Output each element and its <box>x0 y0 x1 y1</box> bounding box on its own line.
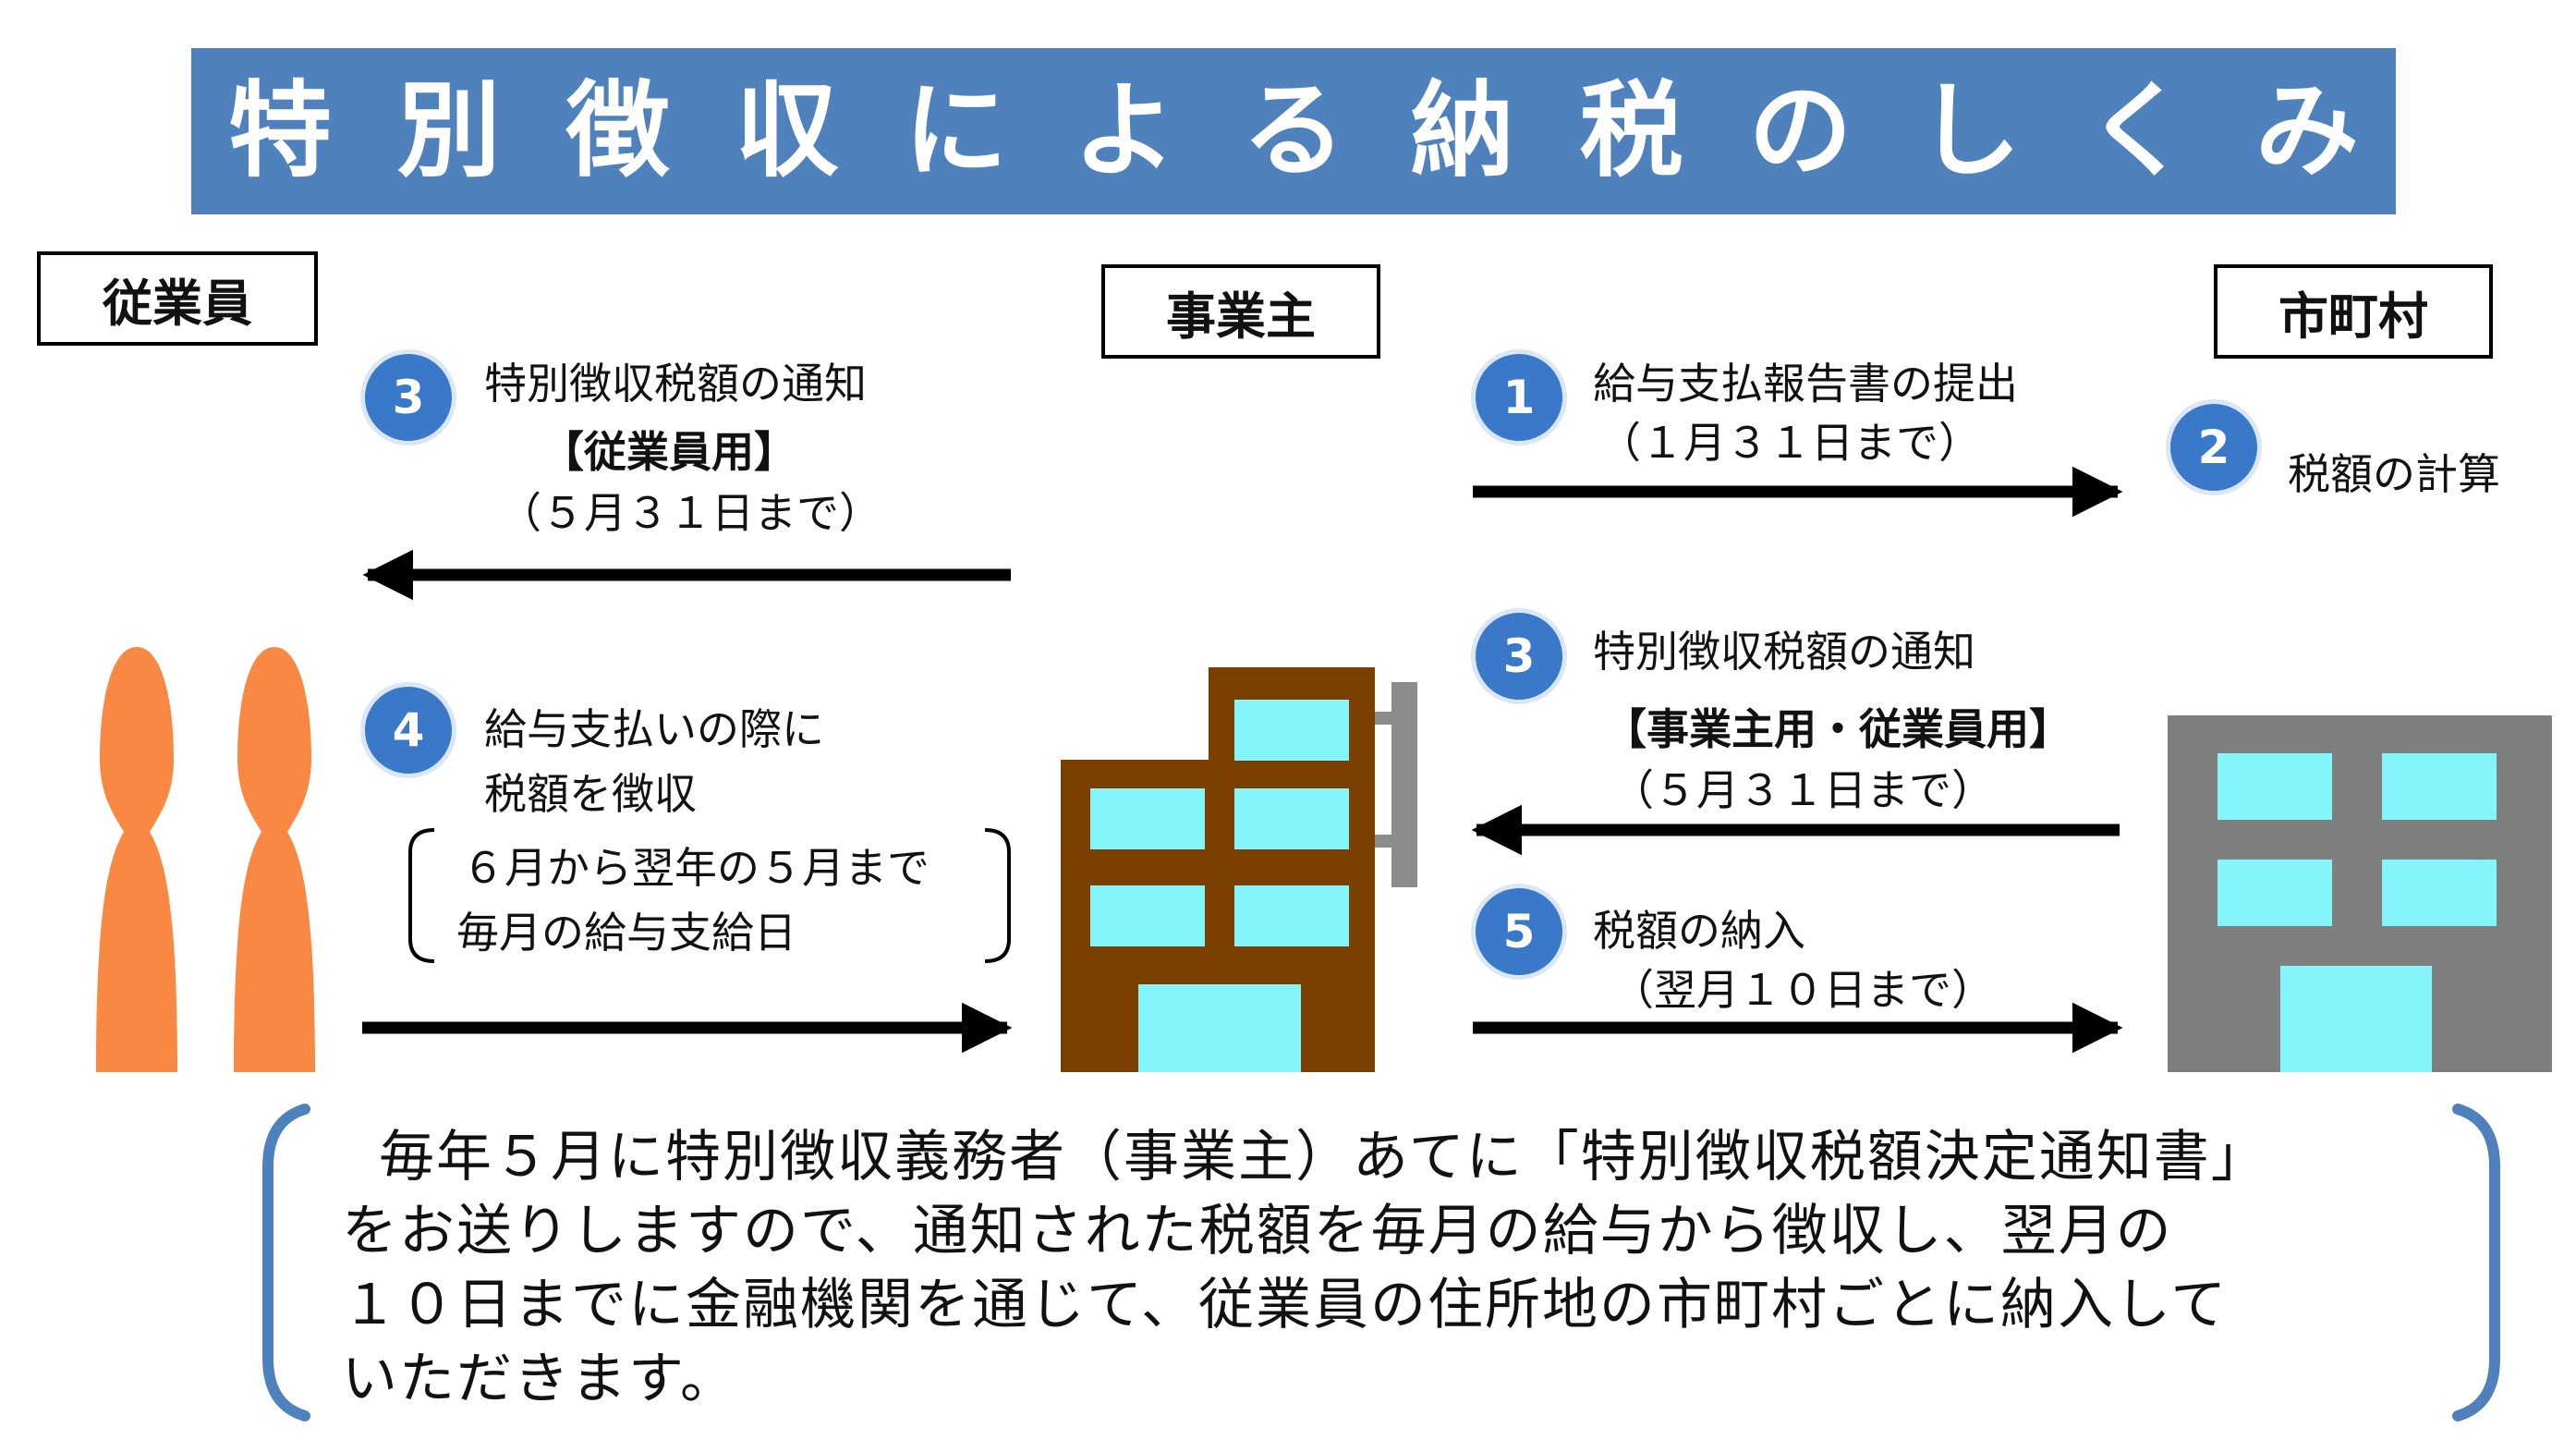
step3-employee-deadline: （５月３１日まで） <box>499 488 881 538</box>
title-char: よ <box>1073 71 1177 191</box>
step1-title: 給与支払報告書の提出 <box>1593 359 2018 409</box>
note-line: いただきます。 <box>342 1347 737 1411</box>
step3-employer-title: 特別徴収税額の通知 <box>1593 627 1975 677</box>
step3-employee-title: 特別徴収税額の通知 <box>484 359 867 409</box>
title-char: 特 <box>228 71 332 191</box>
step4-detail2: 毎月の給与支給日 <box>456 908 796 958</box>
title-char: 納 <box>1410 71 1514 191</box>
title-char: 収 <box>735 71 839 191</box>
title-char: 徴 <box>565 71 670 191</box>
role-employee-label: 従業員 <box>103 274 252 333</box>
title-banner: 特 別 徴 収 に よ る 納 税 の し く み <box>191 48 2396 214</box>
title-char: み <box>2254 71 2359 191</box>
detail-bracket-left <box>408 828 435 963</box>
step-badge-1: 1 <box>1471 349 1567 445</box>
title-char: る <box>1241 71 1345 191</box>
person-icon <box>234 647 315 1072</box>
role-employer-label: 事業主 <box>1166 287 1316 346</box>
step3-employee-target: 【従業員用】 <box>541 427 796 477</box>
step-badge-5: 5 <box>1471 884 1567 980</box>
person-icon <box>96 647 177 1072</box>
title-char: 別 <box>396 71 501 191</box>
step4-line1: 給与支払いの際に <box>484 704 824 754</box>
step2-title: 税額の計算 <box>2288 449 2500 499</box>
step-badge-4: 4 <box>360 682 456 778</box>
role-municipality: 市町村 <box>2214 264 2493 359</box>
step3-employer-deadline: （５月３１日まで） <box>1611 765 1994 815</box>
role-employee: 従業員 <box>37 251 318 346</box>
note-line: 毎年５月に特別徴収義務者（事業主）あてに「特別徴収税額決定通知書」 <box>379 1125 2268 1190</box>
title-char: 税 <box>1579 71 1683 191</box>
explanation-note: 毎年５月に特別徴収義務者（事業主）あてに「特別徴収税額決定通知書」 をお送りしま… <box>342 1120 2421 1416</box>
step4-detail1: ６月から翌年の５月まで <box>462 843 930 893</box>
title-char: の <box>1748 71 1853 191</box>
step-badge-2: 2 <box>2166 399 2262 495</box>
step1-deadline: （１月３１日まで） <box>1598 418 1981 468</box>
role-employer: 事業主 <box>1101 264 1380 359</box>
step5-deadline: （翌月１０日まで） <box>1611 965 1994 1015</box>
note-bracket-left <box>262 1104 310 1421</box>
step-badge-3: 3 <box>1471 608 1567 704</box>
company-building-icon <box>1061 667 1417 1072</box>
note-line: １０日までに金融機関を通じて、従業員の住所地の市町村ごとに納入して <box>342 1273 2229 1337</box>
step3-employer-target: 【事業主用・従業員用】 <box>1604 704 2072 754</box>
title-char: し <box>1917 71 2022 191</box>
title-char: に <box>904 71 1008 191</box>
role-municipality-label: 市町村 <box>2278 287 2428 346</box>
step5-title: 税額の納入 <box>1593 906 1805 956</box>
step4-line2: 税額を徴収 <box>484 769 697 819</box>
note-line: をお送りしますので、通知された税額を毎月の給与から徴収し、翌月の <box>342 1199 2173 1263</box>
title-char: く <box>2086 71 2191 191</box>
detail-bracket-right <box>984 828 1011 963</box>
step-badge-3: 3 <box>360 349 456 445</box>
note-bracket-right <box>2452 1104 2500 1421</box>
city-hall-building-icon <box>2168 715 2552 1072</box>
